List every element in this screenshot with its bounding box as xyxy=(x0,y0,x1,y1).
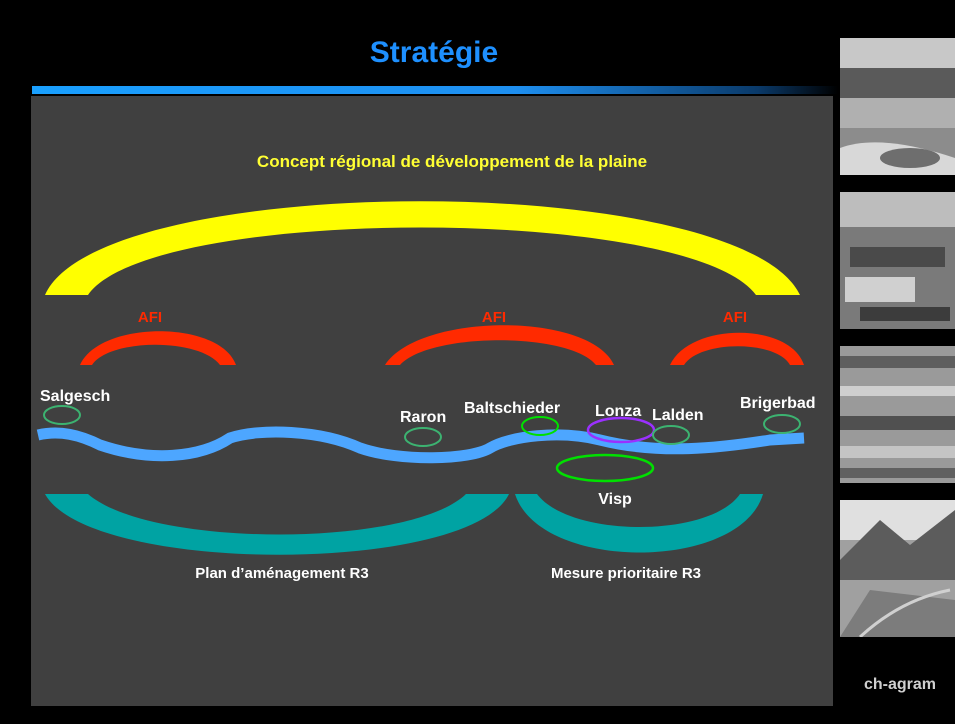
photo-fields xyxy=(840,346,955,483)
concept-label: Concept régional de développement de la … xyxy=(257,152,647,171)
concept-arc xyxy=(45,201,800,295)
lalden-marker xyxy=(652,425,690,445)
afi-label-right: AFI xyxy=(723,309,747,326)
baltschieder-marker xyxy=(521,416,559,436)
plan-label: Plan d’aménagement R3 xyxy=(195,565,368,582)
salgesch-label: Salgesch xyxy=(40,388,110,405)
raron-label: Raron xyxy=(400,409,446,426)
photo-river xyxy=(840,38,955,175)
afi-arc-left xyxy=(80,331,236,365)
lonza-marker xyxy=(586,416,656,444)
afi-arc-middle xyxy=(385,325,614,365)
photo-industry xyxy=(840,192,955,329)
lalden-label: Lalden xyxy=(652,407,704,424)
lonza-label: Lonza xyxy=(595,403,641,420)
afi-label-left: AFI xyxy=(138,309,162,326)
mesure-arc xyxy=(515,494,763,553)
visp-label: Visp xyxy=(598,491,632,508)
brand-label: ch-agram xyxy=(863,676,937,693)
raron-marker xyxy=(404,427,442,447)
title-underline xyxy=(32,86,838,94)
river-rhone xyxy=(36,426,805,464)
salgesch-marker xyxy=(43,405,81,425)
diagram-panel xyxy=(31,96,833,706)
slide-title: Stratégie xyxy=(369,36,499,69)
baltschieder-label: Baltschieder xyxy=(464,400,560,417)
plan-arc xyxy=(45,494,509,555)
afi-arc-right xyxy=(670,332,804,365)
photo-valley xyxy=(840,500,955,637)
visp-marker xyxy=(555,453,655,483)
afi-label-middle: AFI xyxy=(482,309,506,326)
mesure-label: Mesure prioritaire R3 xyxy=(551,565,701,582)
brigerbad-marker xyxy=(763,414,801,434)
brigerbad-label: Brigerbad xyxy=(740,395,816,412)
